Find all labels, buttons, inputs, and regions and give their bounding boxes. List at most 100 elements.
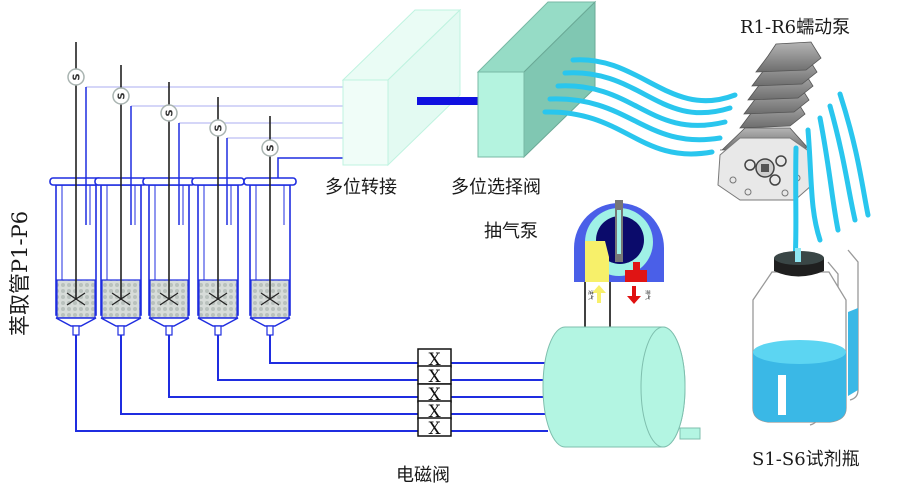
stir-blade — [120, 298, 131, 306]
selector-valve-label: 多位选择阀 — [451, 177, 541, 198]
solenoid-valve: X — [417, 383, 452, 405]
stir-blade — [208, 298, 219, 306]
valve-x-icon: X — [428, 385, 441, 405]
multi-position-selector-valve — [476, 0, 597, 159]
air-outlet-chamber — [625, 262, 647, 282]
stir-blade — [159, 292, 170, 300]
tube-tip — [214, 325, 222, 336]
tubing-segment — [827, 103, 858, 223]
solenoid-valve: X — [417, 400, 452, 422]
tube-tip — [117, 325, 125, 336]
valve-x-icon: X — [428, 367, 441, 387]
tubing-segment — [837, 91, 871, 218]
air-out-arrow-icon — [627, 286, 641, 304]
sensor-label: S — [266, 144, 277, 151]
drain-line — [217, 335, 418, 381]
stir-blade — [269, 298, 280, 306]
drain-line — [269, 335, 418, 364]
air-inlet-chamber — [585, 241, 609, 282]
pump-plate — [755, 41, 822, 73]
stir-blade — [217, 298, 228, 306]
extraction-tube: S — [142, 82, 196, 336]
drum-outlet — [679, 427, 701, 440]
reagent-bottles-label: S1-S6试剂瓶 — [752, 449, 860, 470]
stir-blade — [168, 298, 179, 306]
stir-blade — [111, 292, 122, 300]
tube-taper — [197, 317, 239, 327]
peristaltic-pumps-label: R1-R6蠕动泵 — [740, 17, 850, 38]
sensor-label: S — [72, 73, 83, 80]
stir-blade — [269, 292, 280, 300]
bottle-liquid — [848, 308, 858, 396]
extraction-tubes-label: 萃取管P1-P6 — [8, 211, 32, 336]
solenoid-valves-label: 电磁阀 — [396, 465, 450, 486]
tubing-inlet — [795, 248, 801, 262]
stir-blade — [75, 292, 86, 300]
tubing-segment — [562, 70, 733, 116]
extraction-tubes: S S S S S — [49, 42, 297, 336]
stir-blade — [260, 292, 271, 300]
liquid-surface — [753, 340, 846, 364]
drain-line — [75, 335, 418, 432]
sensor-icon — [112, 87, 130, 105]
tubing-segment — [542, 109, 715, 157]
vacuum-drum — [542, 326, 701, 448]
adapter-selector-connector — [417, 97, 479, 105]
air-pump-label: 抽气泵 — [484, 221, 538, 242]
tubing-segment — [792, 145, 799, 265]
air-out-label: 排气 — [644, 290, 651, 300]
peristaltic-pump-stack — [717, 41, 822, 201]
stir-blade — [260, 298, 271, 306]
stir-blade — [217, 292, 228, 300]
tubing-segment — [805, 127, 823, 243]
extraction-tube: S — [191, 97, 245, 336]
reagent-bottle-front — [752, 248, 847, 423]
solenoid-valve: X — [417, 348, 452, 370]
stir-blade — [75, 298, 86, 306]
tube-taper — [100, 317, 142, 327]
valve-x-icon: X — [428, 350, 441, 370]
solenoid-valve: X — [417, 417, 452, 439]
tubing-segment — [547, 96, 723, 143]
tubing-segment — [555, 83, 728, 128]
air-in-arrow-icon — [592, 285, 606, 303]
reagent-bottle — [847, 249, 859, 401]
stir-blade — [120, 292, 131, 300]
sensor-label: S — [165, 109, 176, 116]
tube-taper — [148, 317, 190, 327]
sensor-icon — [209, 119, 227, 137]
bottle-highlight — [778, 375, 786, 415]
stir-blade — [159, 298, 170, 306]
extraction-tube: S — [243, 116, 297, 336]
drain-line — [120, 335, 418, 415]
extraction-tube: S — [94, 65, 148, 336]
pump-head — [717, 137, 813, 201]
tube-tip — [165, 325, 173, 336]
sensor-icon — [67, 68, 85, 86]
reagent-bottles — [752, 248, 859, 426]
stir-blade — [111, 298, 122, 306]
sensor-icon — [160, 104, 178, 122]
bottle-liquid — [753, 345, 846, 422]
air-in-label: 进气 — [587, 290, 594, 300]
tube-tip — [72, 325, 80, 336]
sensor-label: S — [117, 92, 128, 99]
multi-adapter-label: 多位转接 — [325, 177, 397, 198]
tube-taper — [249, 317, 291, 327]
tubing-segment — [570, 57, 738, 104]
drain-line — [168, 335, 418, 398]
tube-taper — [55, 317, 97, 327]
tube-tip — [266, 325, 274, 336]
stir-blade — [208, 292, 219, 300]
stir-blade — [66, 298, 77, 306]
multi-position-adapter — [341, 8, 462, 167]
stir-blade — [66, 292, 77, 300]
valve-x-icon: X — [428, 419, 441, 439]
air-pump: 进气 排气 — [574, 200, 664, 327]
sensor-label: S — [214, 124, 225, 131]
sensor-icon — [261, 139, 279, 157]
stir-blade — [168, 292, 179, 300]
